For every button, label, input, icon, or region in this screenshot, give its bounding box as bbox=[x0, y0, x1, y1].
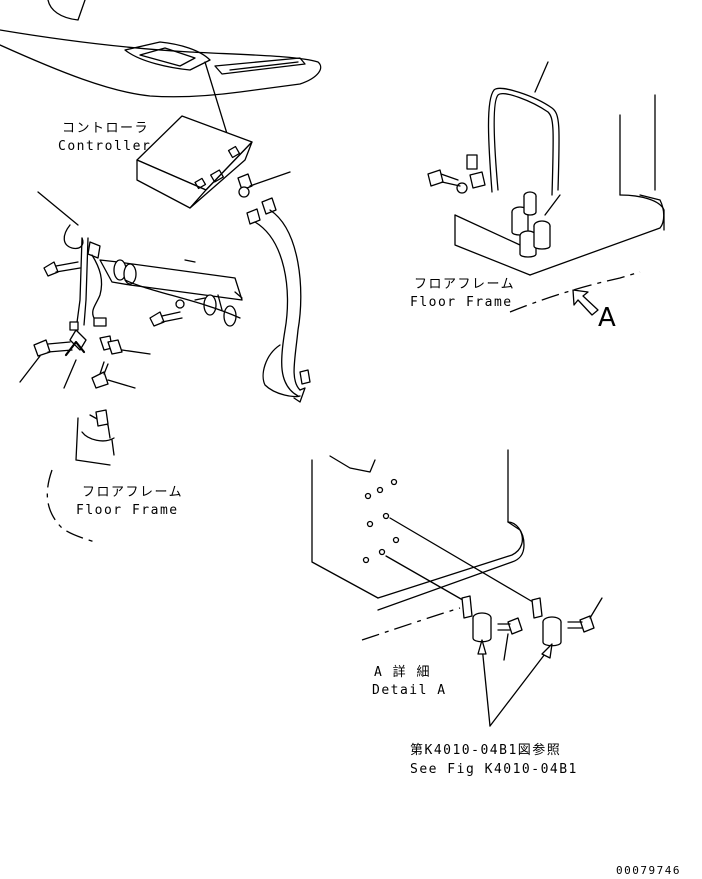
bracket-plate bbox=[64, 340, 86, 357]
controller-unit bbox=[136, 115, 253, 209]
detail-a-label-en: Detail A bbox=[372, 683, 447, 698]
see-fig-label-jp: 第K4010-04B1図参照 bbox=[410, 743, 562, 758]
controller-harness bbox=[237, 171, 311, 403]
detail-a-view bbox=[311, 449, 603, 727]
leader-bracket bbox=[63, 359, 77, 389]
floor-frame-left-label-jp: フロアフレーム bbox=[82, 485, 184, 500]
left-harness-bracket bbox=[37, 191, 243, 355]
view-arrow-icon bbox=[572, 289, 599, 316]
left-floor-frame bbox=[46, 409, 115, 543]
view-arrow-label: A bbox=[598, 303, 616, 333]
top-right-floor-frame bbox=[427, 61, 665, 316]
floor-frame-top-label-jp: フロアフレーム bbox=[414, 277, 516, 292]
detail-a-label-jp: A 詳 細 bbox=[374, 665, 431, 680]
bolt-left-lower bbox=[19, 339, 73, 383]
controller-label-jp: コントローラ bbox=[62, 121, 150, 136]
drawing-number: 00079746 bbox=[616, 864, 681, 877]
see-fig-label-en: See Fig K4010-04B1 bbox=[410, 762, 578, 777]
floor-frame-left-label-en: Floor Frame bbox=[76, 503, 179, 518]
bolt-lower bbox=[91, 361, 136, 389]
bolt-middle bbox=[149, 311, 183, 327]
cab-dashboard-panel bbox=[0, 0, 322, 98]
bolt-upper-left bbox=[43, 261, 81, 277]
floor-frame-top-label-en: Floor Frame bbox=[410, 295, 513, 310]
controller-label-en: Controller bbox=[58, 139, 152, 154]
